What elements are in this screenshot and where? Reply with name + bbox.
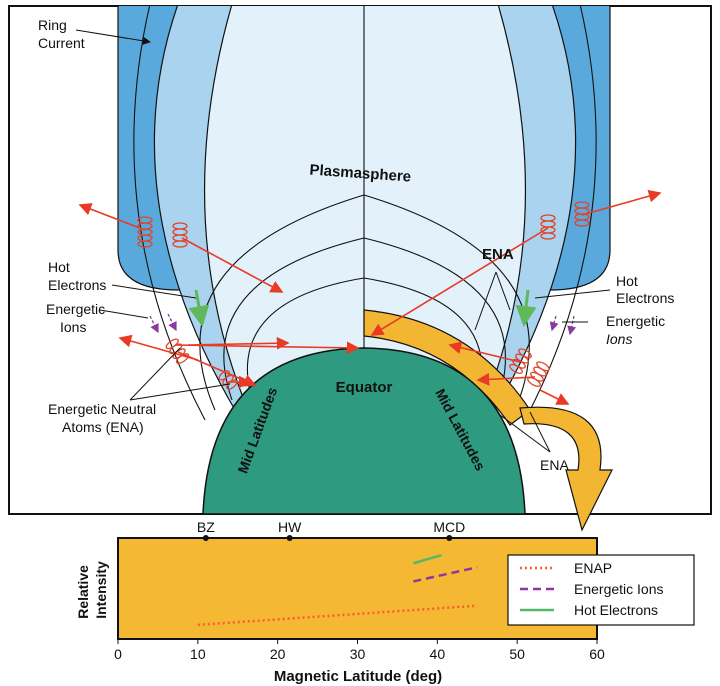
station-marker: [202, 535, 209, 541]
equator-label: Equator: [336, 379, 393, 396]
legend-enap-label: ENAP: [574, 560, 612, 576]
x-tick-label: 40: [430, 646, 446, 662]
legend-ions-label: Energetic Ions: [574, 581, 664, 597]
ring-current-label: Ring Current: [38, 17, 85, 51]
hot-electrons-right-label: Hot Electrons: [616, 273, 674, 306]
ion-arrows: [149, 313, 577, 336]
ena-big-arrow: [519, 406, 613, 532]
chart-xlabel: Magnetic Latitude (deg): [274, 668, 442, 685]
station-marker: [446, 535, 453, 541]
station-label: BZ: [197, 519, 215, 535]
x-tick-label: 10: [190, 646, 206, 662]
ena-full-label: Energetic Neutral Atoms (ENA): [48, 401, 160, 435]
particle-coils: [137, 201, 590, 390]
ena-label: ENA: [482, 246, 514, 263]
legend-electrons-label: Hot Electrons: [574, 602, 658, 618]
series-line-enap: [197, 604, 478, 627]
ena-band: [363, 309, 531, 426]
chart-ylabel: Relative Intensity: [75, 561, 109, 619]
series-line-energetic-ions: [413, 566, 478, 583]
energetic-ions-left-label: Energetic Ions: [46, 301, 109, 335]
intensity-chart: 0 10 20 30 40 50 60 BZ HW MCD ENAP Energetic Ion…: [75, 519, 695, 685]
hot-electrons-left-label: Hot Electrons: [48, 259, 106, 293]
x-tick-label: 30: [350, 646, 366, 662]
series-line-hot-electrons: [413, 553, 442, 565]
earth-dome: [202, 347, 526, 515]
x-tick-label: 50: [509, 646, 525, 662]
x-tick-label: 20: [270, 646, 286, 662]
chart-legend: ENAP Energetic Ions Hot Electrons: [507, 554, 695, 626]
energetic-ions-right-label: Energetic Ions: [606, 313, 669, 347]
station-marker: [286, 535, 293, 541]
leader-lines: [75, 29, 611, 453]
x-tick-label: 60: [589, 646, 605, 662]
station-label: MCD: [433, 519, 465, 535]
x-tick-label: 0: [114, 646, 122, 662]
ena-arrows: [78, 189, 662, 405]
ena-bottom-label: ENA: [540, 457, 569, 473]
station-label: HW: [278, 519, 302, 535]
electron-arrows: [188, 289, 537, 327]
